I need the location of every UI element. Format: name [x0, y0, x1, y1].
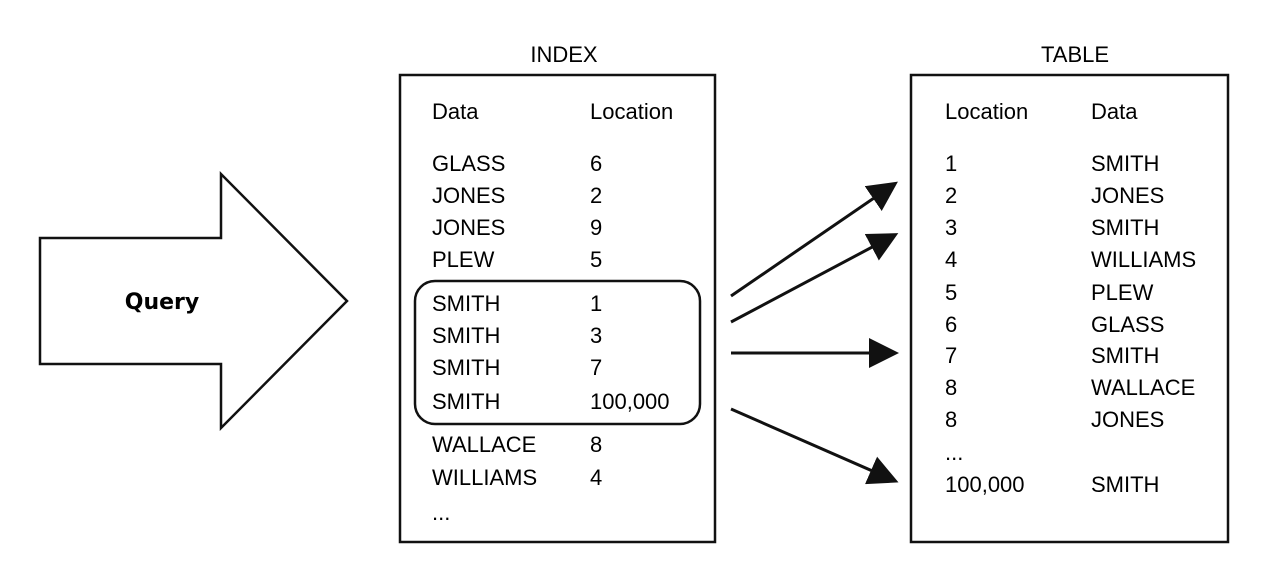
index-row-location: 7: [590, 355, 602, 380]
table-row-data: SMITH: [1091, 343, 1159, 368]
table-row-data: WILLIAMS: [1091, 247, 1196, 272]
index-row-location: 8: [590, 432, 602, 457]
arrow-to-row-3: [730, 233, 899, 324]
arrow-to-row-1: [730, 181, 898, 298]
query-label: Query: [125, 290, 199, 315]
index-row-location: 100,000: [590, 389, 670, 414]
table-row-location: 1: [945, 151, 957, 176]
index-row-data: WILLIAMS: [432, 465, 537, 490]
table-row-data: GLASS: [1091, 312, 1164, 337]
table-ellipsis: ...: [945, 440, 963, 465]
table-row-location: 3: [945, 215, 957, 240]
index-row-location: 4: [590, 465, 602, 490]
index-ellipsis: ...: [432, 500, 450, 525]
index-row-location: 1: [590, 291, 602, 316]
arrow-to-row-100000: [730, 407, 899, 485]
table-box: [909, 73, 1230, 544]
index-header-location: Location: [590, 99, 673, 124]
table-row-location: 5: [945, 280, 957, 305]
table-row-data: JONES: [1091, 407, 1164, 432]
index-row-data: SMITH: [432, 323, 500, 348]
table-rows: 1 SMITH 2 JONES 3 SMITH 4 WILLIAMS 5 PLE…: [945, 151, 1196, 497]
table-row-data: WALLACE: [1091, 375, 1195, 400]
index-row-data: SMITH: [432, 355, 500, 380]
index-row-data: SMITH: [432, 389, 500, 414]
index-row-data: SMITH: [432, 291, 500, 316]
index-header-data: Data: [432, 99, 479, 124]
table-header-location: Location: [945, 99, 1028, 124]
index-row-data: WALLACE: [432, 432, 536, 457]
index-row-data: JONES: [432, 215, 505, 240]
index-row-location: 5: [590, 247, 602, 272]
table-row-data: PLEW: [1091, 280, 1154, 305]
index-row-data: GLASS: [432, 151, 505, 176]
index-rows: GLASS 6 JONES 2 JONES 9 PLEW 5 SMITH 1 S…: [432, 151, 670, 525]
table-row-location: 2: [945, 183, 957, 208]
index-row-data: JONES: [432, 183, 505, 208]
index-panel: INDEX Data Location GLASS 6 JONES 2 JONE…: [398, 42, 717, 544]
table-row-location: 100,000: [945, 472, 1025, 497]
index-title: INDEX: [530, 42, 598, 67]
table-row-data: SMITH: [1091, 151, 1159, 176]
index-box: [398, 73, 717, 544]
index-row-location: 2: [590, 183, 602, 208]
index-row-location: 6: [590, 151, 602, 176]
smith-group-highlight: [413, 279, 702, 426]
pointer-arrows: [730, 181, 899, 485]
index-row-data: PLEW: [432, 247, 495, 272]
table-row-data: SMITH: [1091, 472, 1159, 497]
table-panel: TABLE Location Data 1 SMITH 2 JONES 3 SM…: [909, 42, 1230, 544]
table-row-data: JONES: [1091, 183, 1164, 208]
table-row-location: 7: [945, 343, 957, 368]
table-header-data: Data: [1091, 99, 1138, 124]
query-arrow: Query: [38, 170, 349, 432]
table-row-location: 8: [945, 375, 957, 400]
index-row-location: 9: [590, 215, 602, 240]
index-row-location: 3: [590, 323, 602, 348]
table-row-location: 6: [945, 312, 957, 337]
table-row-data: SMITH: [1091, 215, 1159, 240]
table-row-location: 4: [945, 247, 957, 272]
table-title: TABLE: [1041, 42, 1109, 67]
table-row-location: 8: [945, 407, 957, 432]
